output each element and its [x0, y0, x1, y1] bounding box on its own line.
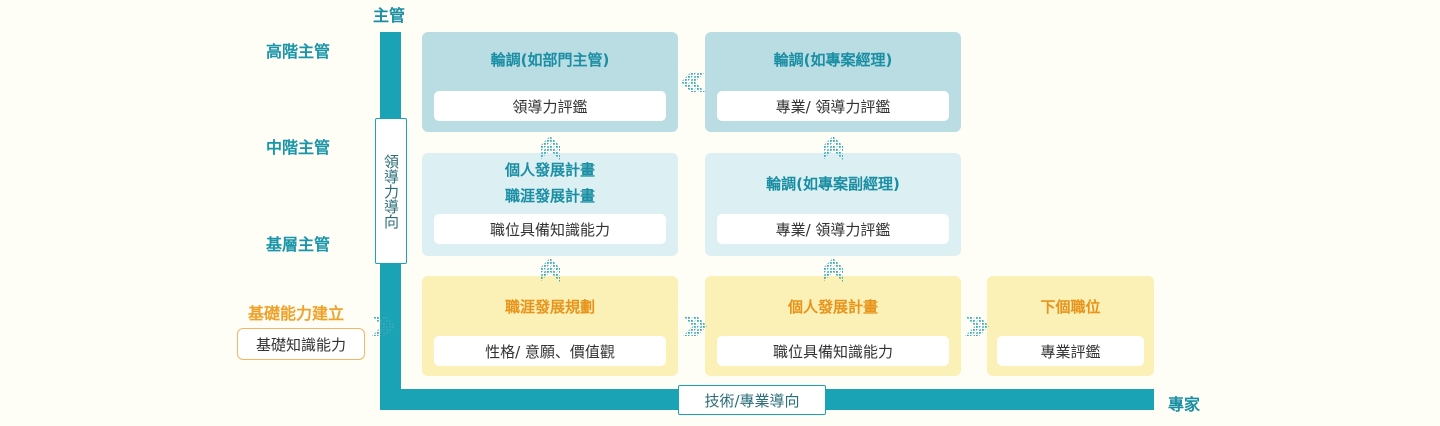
right-arrow-icon	[683, 316, 707, 336]
box-title-line1: 個人發展計畫	[504, 161, 595, 179]
right-arrow-icon	[372, 316, 396, 336]
box-title-line2: 職涯發展計畫	[504, 187, 595, 205]
level-senior: 高階主管	[266, 42, 331, 61]
box-title: 輪調(如專案副經理)	[766, 175, 900, 193]
level-middle: 中階主管	[266, 138, 331, 157]
level-junior: 基層主管	[266, 235, 331, 254]
left-arrow-icon	[681, 72, 705, 92]
box-rotation-project-manager: 輪調(如專案經理) 專業/ 領導力評鑑	[705, 32, 961, 132]
box-pill: 性格/ 意願、價值觀	[434, 336, 666, 366]
box-title: 下個職位	[1040, 298, 1101, 316]
box-personal-development: 個人發展計畫 職位具備知識能力	[705, 276, 961, 376]
level-foundation: 基礎能力建立	[248, 304, 345, 323]
box-title: 輪調(如專案經理)	[773, 51, 893, 69]
box-rotation-deputy-pm: 輪調(如專案副經理) 專業/ 領導力評鑑	[705, 153, 961, 256]
box-rotation-dept-manager: 輪調(如部門主管) 領導力評鑑	[422, 32, 678, 132]
box-development-plans: 個人發展計畫 職涯發展計畫 職位具備知識能力	[422, 153, 678, 256]
box-pill: 專業/ 領導力評鑑	[717, 214, 949, 244]
technical-axis-label: 技術/專業導向	[678, 385, 826, 415]
vertical-axis-top-label: 主管	[373, 6, 406, 25]
up-arrow-icon	[823, 136, 843, 160]
box-next-position: 下個職位 專業評鑑	[987, 276, 1154, 376]
box-pill: 職位具備知識能力	[434, 214, 666, 244]
box-pill: 專業/ 領導力評鑑	[717, 91, 949, 121]
box-pill: 領導力評鑑	[434, 91, 666, 121]
horizontal-axis-end-label: 專家	[1168, 395, 1201, 414]
up-arrow-icon	[540, 136, 560, 160]
right-arrow-icon	[965, 316, 989, 336]
box-title: 職涯發展規劃	[504, 298, 595, 316]
box-pill: 專業評鑑	[997, 336, 1144, 366]
up-arrow-icon	[540, 258, 560, 282]
box-title: 個人發展計畫	[787, 298, 878, 316]
box-pill: 職位具備知識能力	[717, 336, 949, 366]
leadership-axis-label: 領導力導向	[375, 118, 407, 264]
box-career-planning: 職涯發展規劃 性格/ 意願、價值觀	[422, 276, 678, 376]
up-arrow-icon	[823, 258, 843, 282]
box-title: 輪調(如部門主管)	[490, 51, 610, 69]
foundation-knowledge-pill: 基礎知識能力	[237, 328, 365, 360]
